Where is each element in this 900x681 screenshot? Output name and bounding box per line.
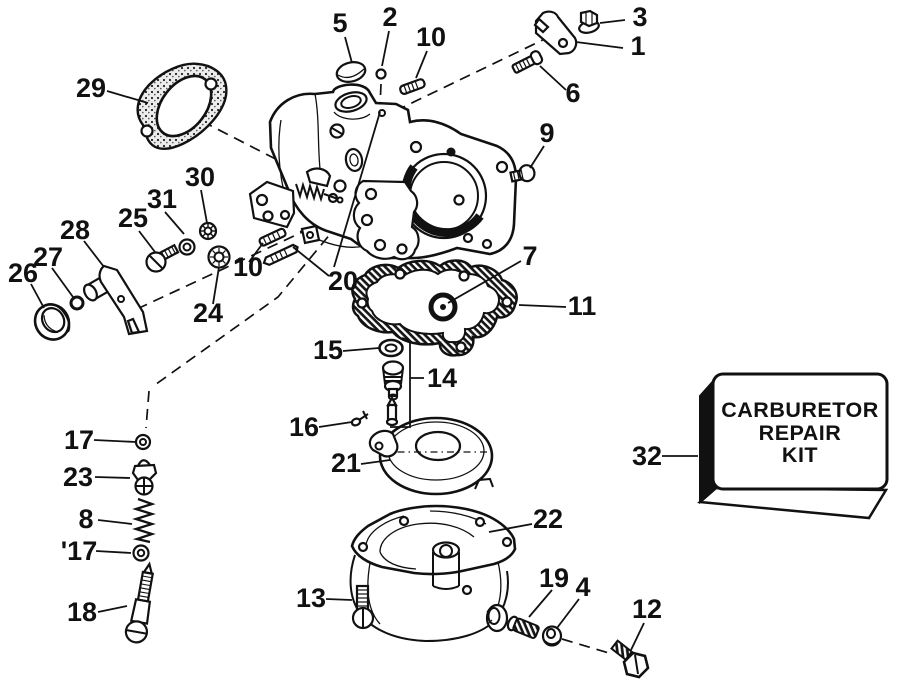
lever-28	[82, 264, 149, 336]
oring-27	[69, 295, 85, 311]
part-label-21: 21	[331, 448, 361, 478]
pin-6	[511, 50, 544, 74]
inlet-needle-14	[385, 395, 399, 427]
diaphragm-gasket-11	[351, 259, 518, 357]
part-label-27: 27	[33, 242, 63, 272]
part-label-9: 9	[539, 118, 554, 148]
part-label-1: 1	[630, 31, 645, 61]
part-label-5: 5	[332, 8, 347, 38]
cup-26	[33, 303, 71, 341]
part-label-2: 2	[382, 2, 397, 32]
kit-box-line-1: CARBURETOR	[721, 398, 879, 422]
part-label-17-lower: '17	[61, 536, 97, 566]
part-label-4: 4	[575, 572, 590, 602]
pin-10-side	[258, 227, 287, 247]
part-label-31: 31	[147, 184, 177, 214]
part-label-19: 19	[539, 563, 569, 593]
float-21	[368, 416, 494, 496]
part-label-32: 32	[632, 441, 662, 471]
lockwasher-30	[198, 221, 218, 241]
part-label-3: 3	[632, 2, 647, 32]
part-label-12: 12	[632, 594, 662, 624]
bracket-1	[533, 10, 578, 56]
float-bowl-22	[349, 504, 517, 643]
part-label-30: 30	[185, 162, 215, 192]
spring-8	[132, 497, 156, 544]
screw-13	[351, 584, 375, 630]
part-label-14: 14	[427, 363, 457, 393]
part-label-22: 22	[533, 504, 563, 534]
part-label-20: 20	[328, 266, 358, 296]
nut-4	[541, 625, 563, 647]
part-label-29: 29	[76, 73, 106, 103]
plug-19	[506, 615, 540, 639]
screw-9	[509, 164, 536, 183]
ball-2	[375, 68, 387, 80]
part-label-13: 13	[296, 583, 326, 613]
part-label-26: 26	[8, 258, 38, 288]
cap-5	[335, 61, 367, 83]
washer-17-upper	[134, 433, 152, 451]
part-label-7: 7	[522, 241, 537, 271]
callout-labels: 5 2 10 3 1 6 29 9 30 31 25 28 27 26 10 2…	[8, 2, 662, 627]
screw-3	[578, 9, 600, 34]
washer-17-lower	[132, 544, 150, 562]
bolt-12	[610, 639, 650, 679]
part-label-23: 23	[63, 462, 93, 492]
leader-lines	[30, 19, 698, 651]
part-label-16: 16	[289, 412, 319, 442]
washer-15	[378, 338, 404, 358]
valve-23	[131, 459, 158, 496]
carburetor-body	[248, 83, 518, 261]
part-label-10-top: 10	[416, 22, 446, 52]
kit-box-line-2: REPAIR	[759, 421, 842, 445]
part-label-25: 25	[118, 203, 148, 233]
part-label-17-upper: 17	[64, 425, 94, 455]
needle-18	[124, 561, 155, 644]
part-label-6: 6	[565, 78, 580, 108]
washer-31	[178, 238, 196, 256]
clip-16	[350, 410, 369, 427]
repair-kit-box-32: CARBURETOR REPAIR KIT	[696, 372, 889, 520]
needle-seat-14	[381, 360, 405, 401]
part-label-18: 18	[67, 597, 97, 627]
mounting-gasket-29	[136, 62, 228, 150]
part-label-28: 28	[60, 215, 90, 245]
screw-25	[145, 243, 180, 273]
part-label-24: 24	[193, 298, 223, 328]
nut-24	[207, 245, 231, 269]
part-label-15: 15	[313, 335, 343, 365]
part-label-11: 11	[568, 291, 597, 321]
part-label-8: 8	[78, 504, 93, 534]
kit-box-line-3: KIT	[782, 443, 818, 467]
part-label-10-side: 10	[233, 252, 263, 282]
pin-20	[262, 243, 299, 266]
pin-10-top	[399, 78, 426, 95]
